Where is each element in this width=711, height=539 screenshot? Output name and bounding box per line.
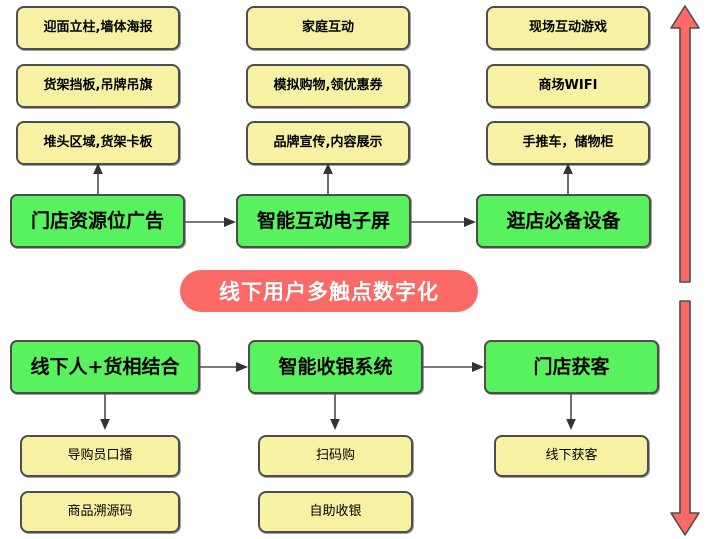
arrow-bottom-col1-to-col2 xyxy=(200,362,248,372)
leaf-box-col1-bottom-2: 商品溯源码 xyxy=(20,491,180,533)
leaf-box-col1-2: 货架挡板,吊牌吊旗 xyxy=(16,64,180,108)
connector-col2-main-to-leaf xyxy=(323,163,333,195)
arrow-top-col1-to-col2 xyxy=(185,217,236,227)
arrow-bottom-col2-to-col3 xyxy=(423,362,484,372)
main-box-col1-bottom[interactable]: 线下人+货相结合 xyxy=(10,340,200,394)
connector-col1-bottom-to-leaf xyxy=(100,394,110,430)
leaf-box-col3-2: 商场WIFI xyxy=(486,64,650,108)
leaf-box-col2-bottom-1: 扫码购 xyxy=(258,435,413,477)
side-up-arrow-icon xyxy=(670,5,700,283)
connector-col1-main-to-leaf xyxy=(93,163,103,195)
main-box-col2-top[interactable]: 智能互动电子屏 xyxy=(236,194,411,248)
leaf-box-col3-3: 手推车，储物柜 xyxy=(486,121,650,165)
leaf-box-col2-3: 品牌宣传,内容展示 xyxy=(246,121,410,165)
leaf-box-col3-bottom-1: 线下获客 xyxy=(494,435,649,477)
leaf-box-col1-bottom-1: 导购员口播 xyxy=(20,435,180,477)
side-down-arrow-icon xyxy=(670,300,700,536)
leaf-box-col1-3: 堆头区域,货架卡板 xyxy=(16,121,180,165)
connector-col2-bottom-to-leaf xyxy=(330,394,340,430)
arrow-top-col2-to-col3 xyxy=(411,217,476,227)
leaf-box-col3-1: 现场互动游戏 xyxy=(486,6,650,50)
main-box-col1-top[interactable]: 门店资源位广告 xyxy=(10,194,185,248)
main-box-col2-bottom[interactable]: 智能收银系统 xyxy=(248,340,423,394)
connector-col3-bottom-to-leaf xyxy=(566,394,576,430)
leaf-box-col1-1: 迎面立柱,墙体海报 xyxy=(16,6,180,50)
connector-col3-main-to-leaf xyxy=(563,163,573,195)
leaf-box-col2-2: 模拟购物,领优惠券 xyxy=(246,64,410,108)
main-box-col3-top[interactable]: 逛店必备设备 xyxy=(476,194,651,248)
main-box-col3-bottom[interactable]: 门店获客 xyxy=(484,340,659,394)
leaf-box-col2-1: 家庭互动 xyxy=(246,6,410,50)
leaf-box-col2-bottom-2: 自助收银 xyxy=(258,491,413,533)
center-banner: 线下用户多触点数字化 xyxy=(180,270,478,312)
